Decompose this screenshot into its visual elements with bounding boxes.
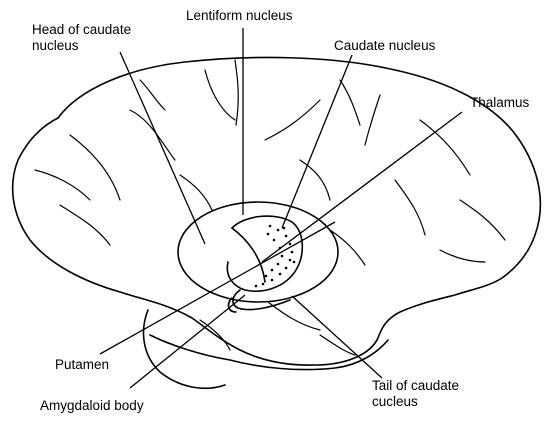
stipple-dot	[285, 267, 288, 270]
sulcus-line	[460, 200, 505, 240]
sulcus-line	[235, 60, 238, 125]
leader-amygdaloid	[130, 295, 245, 388]
stipple-dot	[283, 227, 286, 230]
stipple-dot	[291, 251, 294, 254]
stipple-dot	[271, 279, 274, 282]
stipple-dot	[269, 225, 272, 228]
sulcus-line	[60, 205, 110, 245]
sulcus-line	[420, 120, 470, 175]
label-lentiform-nucleus: Lentiform nucleus	[186, 8, 293, 24]
sulcus-line	[268, 302, 320, 330]
stipple-dot	[265, 275, 268, 278]
label-head-of-caudate: Head of caudate nucleus	[32, 22, 172, 54]
stipple-dot	[267, 233, 270, 236]
sulcus-line	[180, 175, 212, 210]
leader-head-of-caudate	[120, 52, 205, 244]
stipple-dot	[255, 285, 258, 288]
stipple-dot	[271, 269, 274, 272]
label-amygdaloid-body: Amygdaloid body	[40, 398, 144, 414]
stipple-dot	[285, 235, 288, 238]
sulcus-line	[395, 180, 425, 235]
label-thalamus: Thalamus	[470, 95, 529, 111]
hemisphere-outline	[13, 57, 541, 365]
sulcus-line	[440, 250, 485, 262]
label-tail-of-caudate: Tail of caudate cucleus	[372, 378, 492, 410]
stipple-dot	[289, 243, 292, 246]
sulcus-line	[130, 110, 175, 160]
label-caudate-nucleus: Caudate nucleus	[334, 38, 435, 54]
stipple-dot	[262, 283, 265, 286]
stipple-dot	[277, 263, 280, 266]
stipple-dot	[279, 273, 282, 276]
sulcus-line	[330, 230, 365, 265]
sulcus-line	[35, 170, 90, 200]
sulcus-line	[365, 95, 380, 145]
stipple-dot	[273, 239, 276, 242]
sulcus-line	[340, 80, 360, 125]
sulcus-line	[265, 100, 320, 140]
caudate-inner	[232, 228, 265, 282]
sulcus-line	[300, 160, 330, 200]
stipple-dot	[293, 261, 296, 264]
stipple-dot	[289, 259, 292, 262]
label-putamen: Putamen	[55, 357, 109, 373]
temporal-lobe-outline	[150, 335, 388, 370]
stipple-dot	[281, 255, 284, 258]
sulcus-line	[70, 135, 120, 200]
leader-thalamus	[262, 112, 462, 262]
stipple-dot	[277, 229, 280, 232]
sulcus-line	[205, 70, 235, 120]
